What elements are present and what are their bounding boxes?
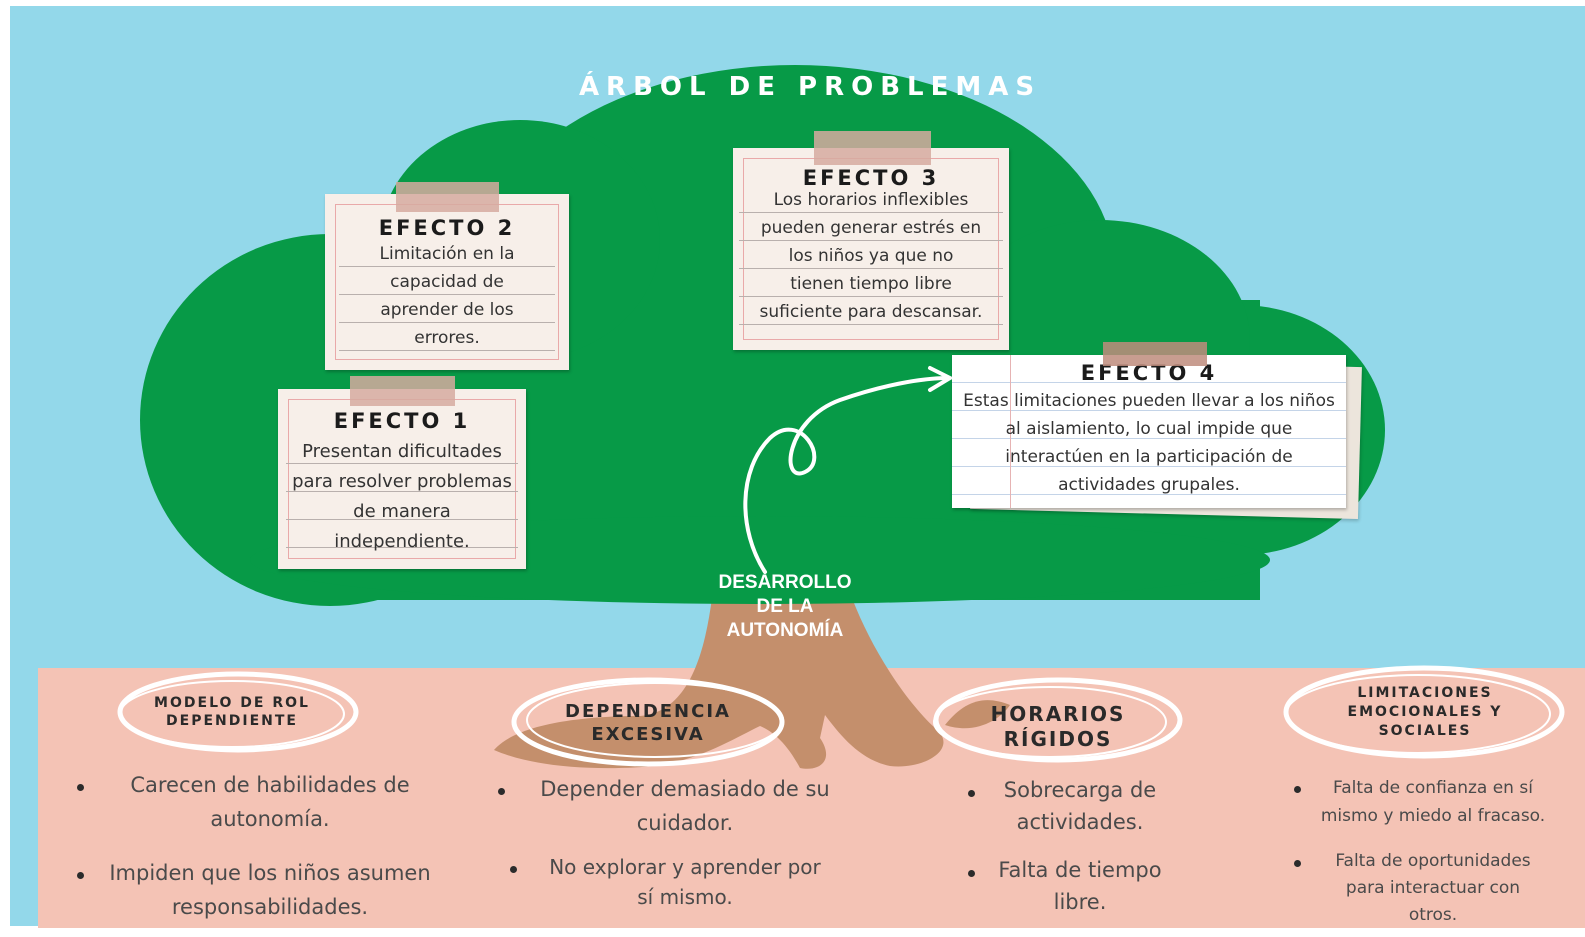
effect-2-text: Limitación en la capacidad de aprender d… [339,240,555,352]
tape-strip [1103,342,1207,366]
bullet-dot [1294,860,1301,867]
effect-2-note: EFECTO 2 Limitación en la capacidad de a… [325,194,569,370]
cause-2-heading: DEPENDENCIA EXCESIVA [565,701,731,745]
effect-2-heading: EFECTO 2 [378,216,516,240]
list-item: Depender demasiado de su cuidador. [490,772,880,852]
ring-3 [933,677,1183,763]
cause-3-list: Sobrecarga de actividades. Falta de tiem… [962,774,1198,918]
bullet-dot [498,788,505,795]
tape-strip [396,182,499,212]
effect-3-text: Los horarios inflexibles pueden generar … [739,186,1003,326]
list-item: Falta de tiempo libre. [962,854,1198,918]
list-item: Impiden que los niños asumen responsabil… [70,856,470,924]
effect-1-note: EFECTO 1 Presentan dificultades para res… [278,389,526,569]
list-item: Carecen de habilidades de autonomía. [70,768,470,856]
cause-4-list: Falta de confianza en sí mismo y miedo a… [1288,774,1578,929]
cause-rings [117,665,1565,767]
cause-3-heading: HORARIOS RÍGIDOS [990,702,1126,751]
cause-2-list: Depender demasiado de su cuidador. No ex… [490,772,880,912]
list-item: Falta de oportunidades para interactuar … [1288,848,1578,929]
bullet-dot [77,784,84,791]
list-item: No explorar y aprender por sí mismo. [490,852,880,912]
tree-trunk [494,598,1010,769]
effect-1-heading: EFECTO 1 [333,409,471,433]
list-item: Sobrecarga de actividades. [962,774,1198,854]
bullet-dot [968,790,975,797]
curly-arrow [743,366,955,574]
cause-1-list: Carecen de habilidades de autonomía. Imp… [70,768,470,924]
bullet-dot [968,870,975,877]
bullet-dot [77,872,84,879]
effect-3-note: EFECTO 3 Los horarios inflexibles pueden… [733,148,1009,350]
tape-strip [814,131,931,165]
bullet-dot [1294,786,1301,793]
tape-strip [350,376,455,406]
list-item: Falta de confianza en sí mismo y miedo a… [1288,774,1578,848]
effect-4-note: EFECTO 4 Estas limitaciones pueden lleva… [952,355,1346,508]
cause-1-heading: MODELO DE ROL DEPENDIENTE [154,695,310,729]
cause-4-heading: LIMITACIONES EMOCIONALES Y SOCIALES [1347,685,1503,739]
effect-1-text: Presentan dificultades para resolver pro… [286,437,518,557]
trunk-label: DESARROLLO DE LA AUTONOMÍA [718,572,852,641]
page-title: ÁRBOL DE PROBLEMAS [578,72,1042,102]
effect-4-text: Estas limitaciones pueden llevar a los n… [963,391,1335,495]
bullet-dot [510,866,517,873]
